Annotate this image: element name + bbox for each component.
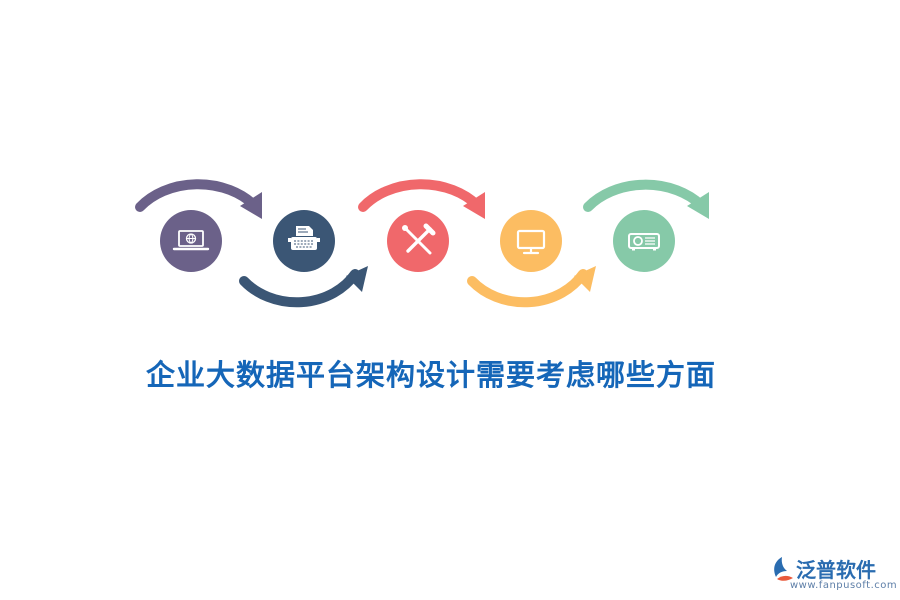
printer-icon <box>288 226 320 250</box>
page-title: 企业大数据平台架构设计需要考虑哪些方面 <box>145 358 716 392</box>
brand-name: 泛普软件 <box>796 558 876 582</box>
brand-logo-icon <box>774 557 793 581</box>
step-1-node <box>160 210 222 272</box>
laptop-globe-icon <box>172 230 210 251</box>
flow-arrow-3 <box>358 179 485 219</box>
flow-arrow-1 <box>135 179 262 219</box>
monitor-icon <box>516 229 546 255</box>
projector-icon <box>628 233 660 251</box>
brand-url: www.fanpusoft.com <box>790 580 898 591</box>
flow-arrow-2 <box>239 266 368 308</box>
brand-watermark: 泛普软件 www.fanpusoft.com <box>768 553 897 595</box>
step-3-node <box>387 210 449 272</box>
step-2-node <box>273 210 335 272</box>
flow-arrow-5 <box>583 179 709 219</box>
step-4-node <box>500 210 562 272</box>
flow-arrow-4 <box>467 266 596 308</box>
step-5-node <box>613 210 675 272</box>
tools-icon <box>402 223 436 255</box>
